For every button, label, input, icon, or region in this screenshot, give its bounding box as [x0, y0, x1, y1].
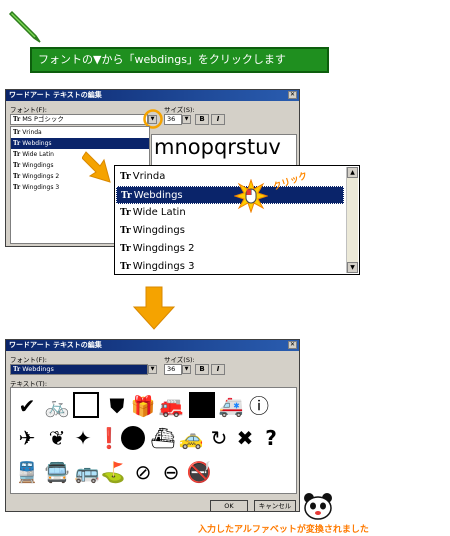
size-dropdown-arrow[interactable]: ▼: [182, 365, 191, 374]
preview-text: mnopqrstuv: [154, 135, 281, 159]
leaf-icon: ❦: [48, 426, 66, 450]
empty-square-icon: [73, 392, 99, 418]
no-smoking-icon: 🚭: [186, 460, 212, 484]
font-label: フォント(F):: [10, 106, 48, 114]
text-area[interactable]: ✔ 🚲 ⛊ 🎁 🚒 🚑 ⓘ ✈ ❦ ✦ ❗ ⛴ 🚕 ↻ ✖ ? 🚆 🚍 🚌 ⛳ …: [10, 387, 297, 494]
golf-flag-icon: ⛳: [100, 460, 126, 484]
compass-star-icon: ✦: [74, 426, 92, 450]
click-burst-icon: [234, 179, 268, 213]
bold-button[interactable]: B: [195, 114, 209, 125]
cross-icon: ✖: [236, 426, 254, 450]
ship-icon: ⛴: [150, 426, 176, 450]
text-label: テキスト(T):: [10, 380, 48, 388]
scroll-up-arrow[interactable]: ▲: [347, 167, 358, 178]
dialog-title: ワードアート テキストの編集: [6, 90, 299, 101]
no-entry-icon: ⊖: [162, 460, 180, 484]
truetype-icon: Tr: [13, 116, 21, 123]
close-button[interactable]: ✕: [288, 91, 297, 99]
refresh-icon: ↻: [210, 426, 228, 450]
pen-icon: [8, 10, 41, 43]
dialog-title: ワードアート テキストの編集: [6, 340, 299, 351]
font-combo-value: Webdings: [22, 365, 54, 373]
italic-button[interactable]: I: [211, 364, 225, 375]
bold-button[interactable]: B: [195, 364, 209, 375]
scroll-down-arrow[interactable]: ▼: [347, 262, 358, 273]
shield-icon: ⛊: [109, 394, 125, 418]
italic-button[interactable]: I: [211, 114, 225, 125]
size-dropdown-arrow[interactable]: ▼: [182, 115, 191, 124]
info-icon: ⓘ: [249, 394, 269, 418]
prohibited-icon: ⊘: [134, 460, 152, 484]
close-button[interactable]: ✕: [288, 341, 297, 349]
cancel-button[interactable]: キャンセル: [254, 500, 296, 512]
size-combo[interactable]: 36: [164, 364, 182, 375]
size-combo[interactable]: 36: [164, 114, 182, 125]
font-label: フォント(F):: [10, 356, 48, 364]
size-label: サイズ(S):: [164, 106, 195, 114]
font-dropdown-arrow[interactable]: ▼: [148, 115, 157, 124]
airplane-icon: ✈: [18, 426, 36, 450]
bicycle-icon: 🚲: [44, 394, 70, 418]
filled-circle-icon: [121, 426, 145, 450]
font-combo-value: MS Pゴシック: [22, 115, 64, 123]
ambulance-icon: 🚑: [218, 394, 244, 418]
panda-mascot-icon: [304, 493, 332, 520]
fire-truck-icon: 🚒: [158, 394, 184, 418]
question-icon: ?: [265, 426, 277, 450]
taxi-icon: 🚕: [178, 426, 204, 450]
popup-scrollbar[interactable]: ▲ ▼: [346, 167, 358, 273]
filled-square-icon: [189, 392, 215, 418]
bus-icon: 🚌: [74, 460, 100, 484]
result-caption: 入力したアルファベットが変換されました: [198, 525, 369, 535]
check-icon: ✔: [18, 394, 36, 418]
bus-circle-icon: 🚍: [44, 460, 70, 484]
highlight-ring-icon: [143, 109, 163, 129]
instruction-banner: フォントの▼から「webdings」をクリックします: [30, 47, 329, 73]
font-dropdown-arrow[interactable]: ▼: [148, 365, 157, 374]
exclamation-icon: ❗: [96, 426, 122, 450]
arrow-down-icon: [132, 286, 176, 330]
ok-button[interactable]: OK: [210, 500, 248, 512]
size-label: サイズ(S):: [164, 356, 195, 364]
gift-icon: 🎁: [130, 394, 156, 418]
train-icon: 🚆: [14, 460, 40, 484]
arrow-down-right-icon: [82, 151, 111, 183]
